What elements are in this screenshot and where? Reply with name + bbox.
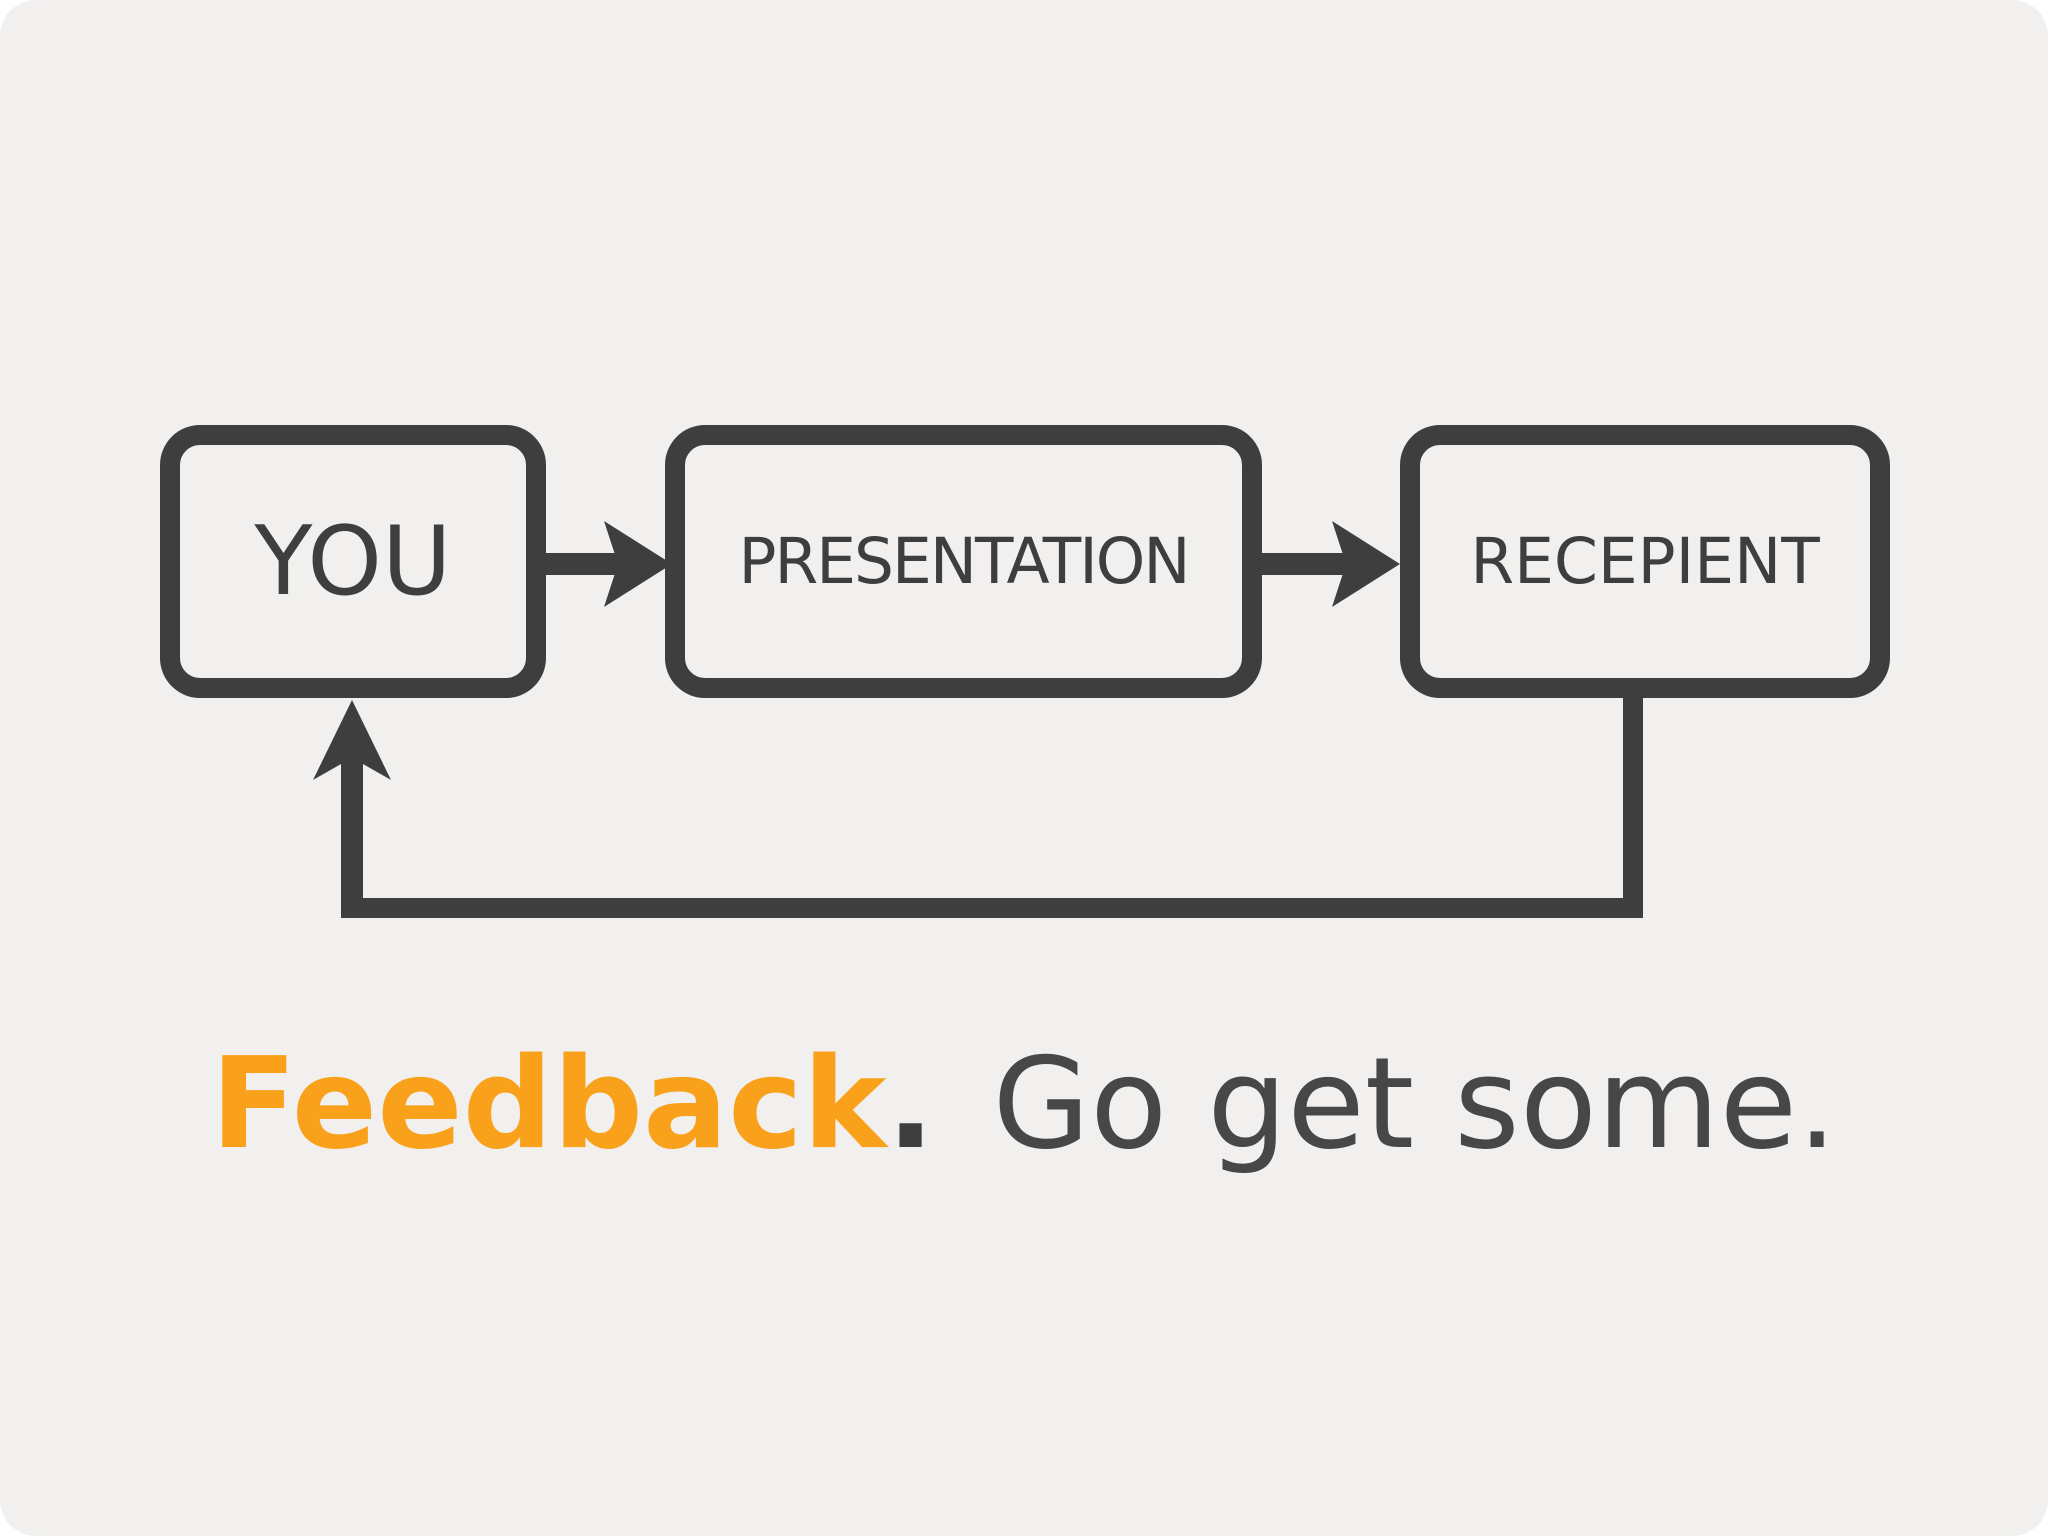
node-you-label: YOU xyxy=(254,506,452,617)
node-recepient: RECEPIENT xyxy=(1400,425,1890,698)
caption-rest: Go get some. xyxy=(992,1030,1838,1177)
caption: Feedback. Go get some. xyxy=(0,1025,2048,1183)
caption-period: . xyxy=(886,1030,935,1177)
node-you: YOU xyxy=(160,425,546,698)
caption-highlight: Feedback xyxy=(210,1030,887,1177)
node-presentation: PRESENTATION xyxy=(665,425,1262,698)
node-recepient-label: RECEPIENT xyxy=(1470,525,1820,598)
node-presentation-label: PRESENTATION xyxy=(738,525,1190,598)
